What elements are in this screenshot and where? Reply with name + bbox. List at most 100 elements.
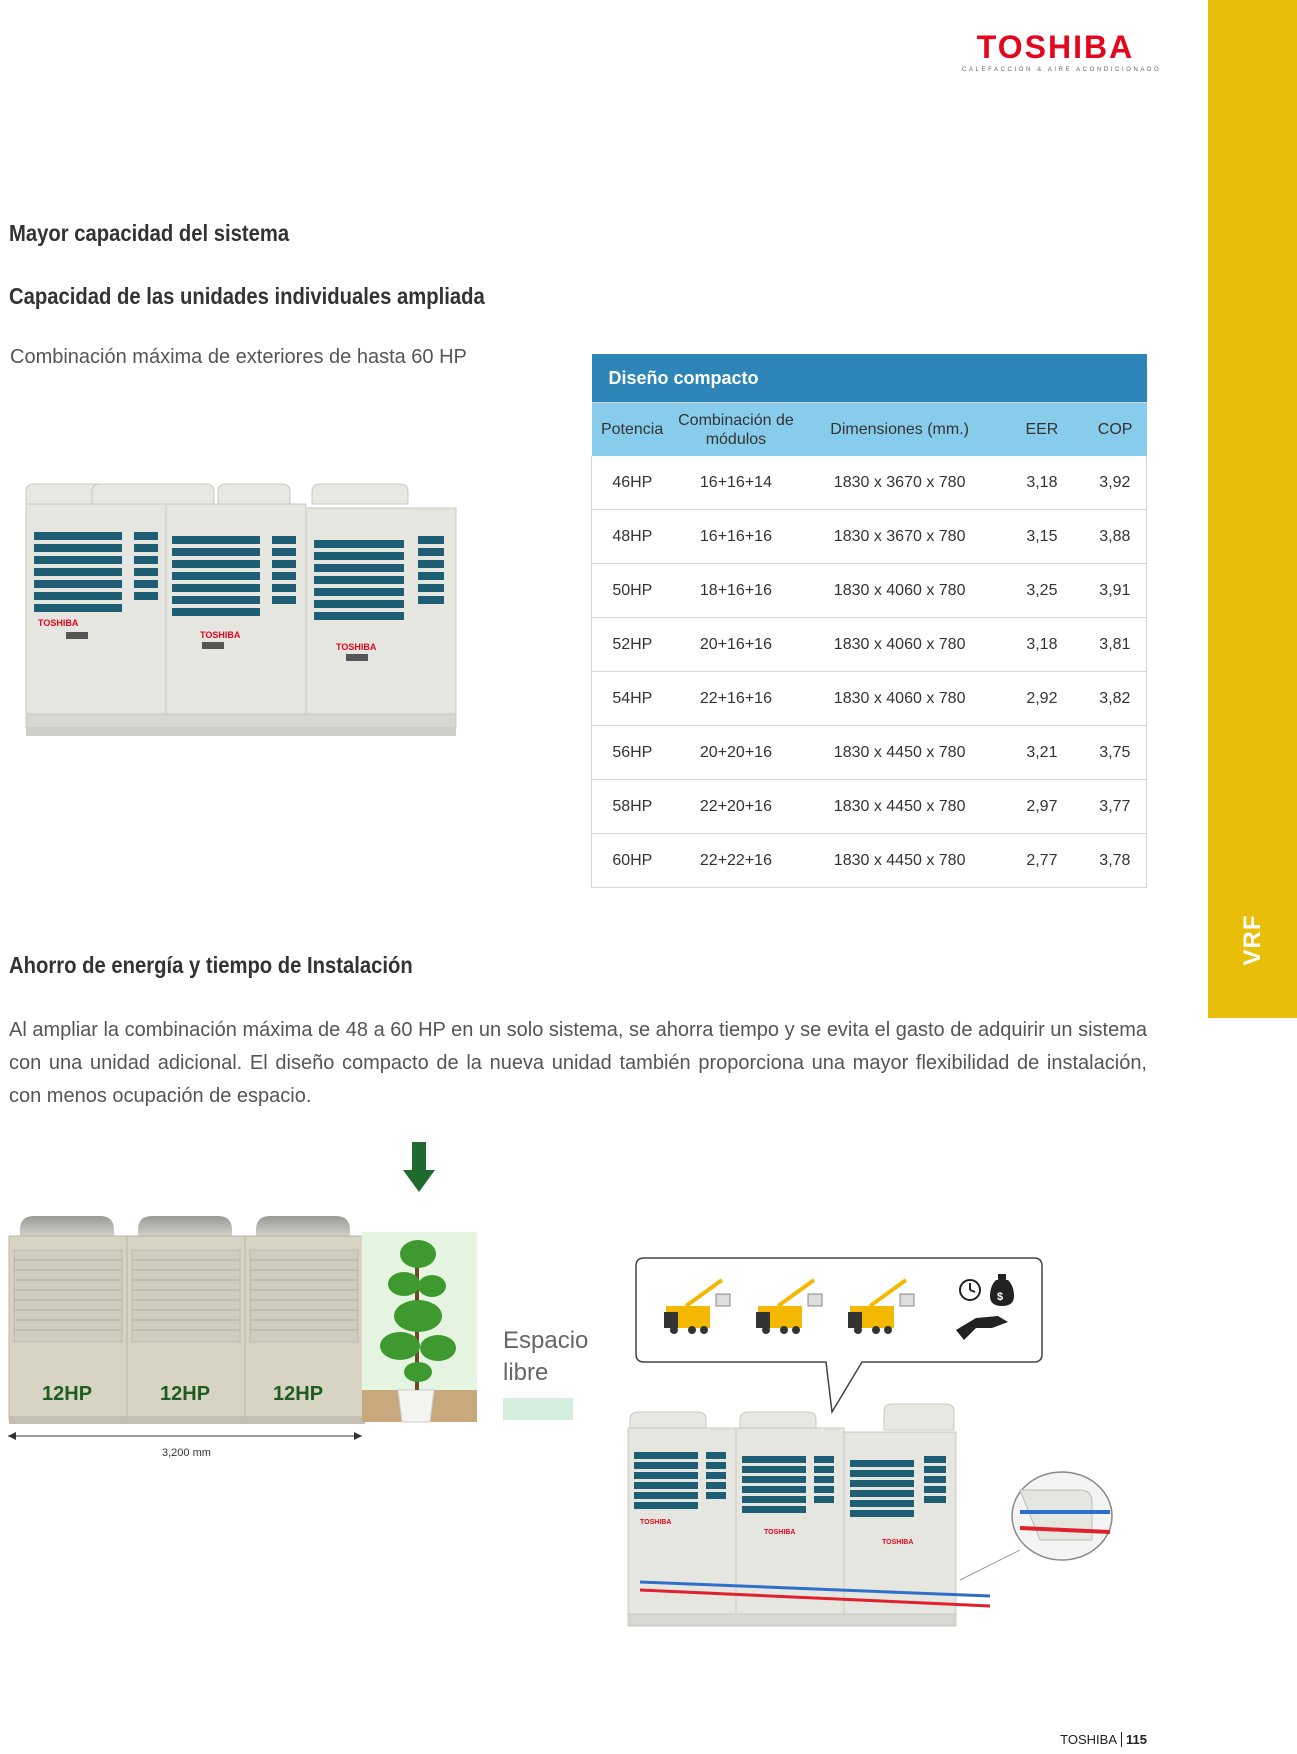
hand-icon (956, 1316, 1008, 1340)
table-cell: 22+22+16 (672, 833, 800, 888)
section-subtitle: Capacidad de las unidades individuales a… (9, 283, 485, 309)
table-cell: 3,91 (1083, 563, 1147, 618)
money-bag-icon: $ (990, 1274, 1014, 1306)
crane-truck-icon (756, 1278, 823, 1334)
table-cell: 1830 x 3670 x 780 (799, 509, 1001, 564)
unit-label-3: 12HP (273, 1383, 323, 1405)
crane-truck-icon (664, 1278, 731, 1334)
table-cell: 3,25 (1000, 563, 1084, 618)
table-cell: 3,82 (1083, 671, 1147, 726)
table-cell: 58HP (591, 779, 673, 834)
spec-table: Diseño compacto Potencia Combinación de … (591, 354, 1147, 888)
down-arrow-icon (403, 1142, 435, 1192)
table-caption: Diseño compacto (591, 354, 1147, 403)
footer-brand: TOSHIBA (1060, 1732, 1118, 1747)
unit-right: TOSHIBA (305, 483, 457, 715)
col-header: EER (1000, 402, 1084, 456)
logo-tagline: CALEFACCIÓN & AIRE ACONDICIONADO (962, 67, 1162, 73)
table-cell: 46HP (591, 456, 673, 510)
unit-brand-left: TOSHIBA (38, 618, 79, 628)
table-cell: 3,75 (1083, 725, 1147, 780)
table-cell: 1830 x 4450 x 780 (799, 779, 1001, 834)
space-label-line2: libre (503, 1359, 548, 1386)
table-cell: 18+16+16 (672, 563, 800, 618)
col-header: COP (1083, 402, 1147, 456)
table-cell: 50HP (591, 563, 673, 618)
table-cell: 1830 x 4060 x 780 (799, 617, 1001, 672)
table-cell: 2,77 (1000, 833, 1084, 888)
svg-text:$: $ (997, 1291, 1003, 1303)
page-footer: TOSHIBA 115 (1060, 1732, 1147, 1747)
space-comparison-illustration: 12HP 12HP 12HP (8, 1142, 588, 1459)
unit-label-2: 12HP (160, 1383, 210, 1405)
table-header-row: Potencia Combinación de módulos Dimensio… (591, 402, 1147, 456)
table-cell: 22+20+16 (672, 779, 800, 834)
table-cell: 16+16+14 (672, 456, 800, 510)
table-cell: 54HP (591, 671, 673, 726)
table-cell: 1830 x 4450 x 780 (799, 833, 1001, 888)
table-cell: 52HP (591, 617, 673, 672)
unit-left: TOSHIBA (25, 483, 167, 715)
table-cell: 3,21 (1000, 725, 1084, 780)
table-cell: 1830 x 4060 x 780 (799, 671, 1001, 726)
unit-brand-b: TOSHIBA (764, 1529, 795, 1536)
section2-paragraph: Al ampliar la combinación máxima de 48 a… (9, 1019, 1147, 1107)
unit-label-1: 12HP (42, 1383, 92, 1405)
table-cell: 3,78 (1083, 833, 1147, 888)
table-cell: 3,92 (1083, 456, 1147, 510)
table-cell: 3,15 (1000, 509, 1084, 564)
unit-brand-c: TOSHIBA (882, 1539, 913, 1546)
installation-illustration: $ TOSHIBA TOSHIBA TOSHIBA (627, 1257, 1113, 1627)
unit-c: TOSHIBA (843, 1403, 957, 1615)
table-cell: 20+16+16 (672, 617, 800, 672)
page-number: 115 (1126, 1732, 1147, 1747)
col-header: Potencia (591, 402, 673, 456)
section-title: Mayor capacidad del sistema (9, 220, 290, 246)
refrigerant-piping (639, 1580, 991, 1608)
unit-brand-a: TOSHIBA (640, 1519, 671, 1526)
table-cell: 1830 x 4450 x 780 (799, 725, 1001, 780)
table-cell: 16+16+16 (672, 509, 800, 564)
side-tab-label: VRF (1239, 914, 1266, 966)
table-cell: 3,77 (1083, 779, 1147, 834)
table-cell: 56HP (591, 725, 673, 780)
table-cell: 48HP (591, 509, 673, 564)
unit-brand-center: TOSHIBA (200, 630, 241, 640)
section2-title: Ahorro de energía y tiempo de Instalació… (9, 952, 413, 978)
table-cell: 3,18 (1000, 456, 1084, 510)
unit-12hp-2: 12HP (126, 1216, 248, 1424)
pipe-detail-zoom (959, 1471, 1113, 1581)
col-header: Dimensiones (mm.) (799, 402, 1001, 456)
table-cell: 2,92 (1000, 671, 1084, 726)
plant-space (362, 1232, 477, 1423)
outdoor-units-illustration: TOSHIBA TOSHIBA TOSHIBA (25, 483, 457, 736)
plant-icon (380, 1240, 456, 1382)
table-cell: 3,88 (1083, 509, 1147, 564)
space-label-line1: Espacio (503, 1327, 588, 1354)
brand-logo: TOSHIBA CALEFACCIÓN & AIRE ACONDICIONADO (962, 29, 1162, 73)
dimension-label: 3,200 mm (162, 1447, 211, 1459)
table-cell: 3,81 (1083, 617, 1147, 672)
unit-12hp-1: 12HP (8, 1216, 130, 1424)
side-tab (1208, 0, 1297, 1018)
space-swatch (503, 1398, 573, 1420)
table-cell: 2,97 (1000, 779, 1084, 834)
table-cell: 60HP (591, 833, 673, 888)
col-header: Combinación de módulos (672, 402, 800, 456)
logo-wordmark: TOSHIBA (976, 29, 1135, 65)
table-cell: 22+16+16 (672, 671, 800, 726)
callout-bubble (635, 1257, 1043, 1415)
table-cell: 1830 x 3670 x 780 (799, 456, 1001, 510)
unit-brand-right: TOSHIBA (336, 642, 377, 652)
table-cell: 1830 x 4060 x 780 (799, 563, 1001, 618)
unit-b: TOSHIBA (735, 1411, 845, 1615)
clock-icon (959, 1279, 981, 1301)
